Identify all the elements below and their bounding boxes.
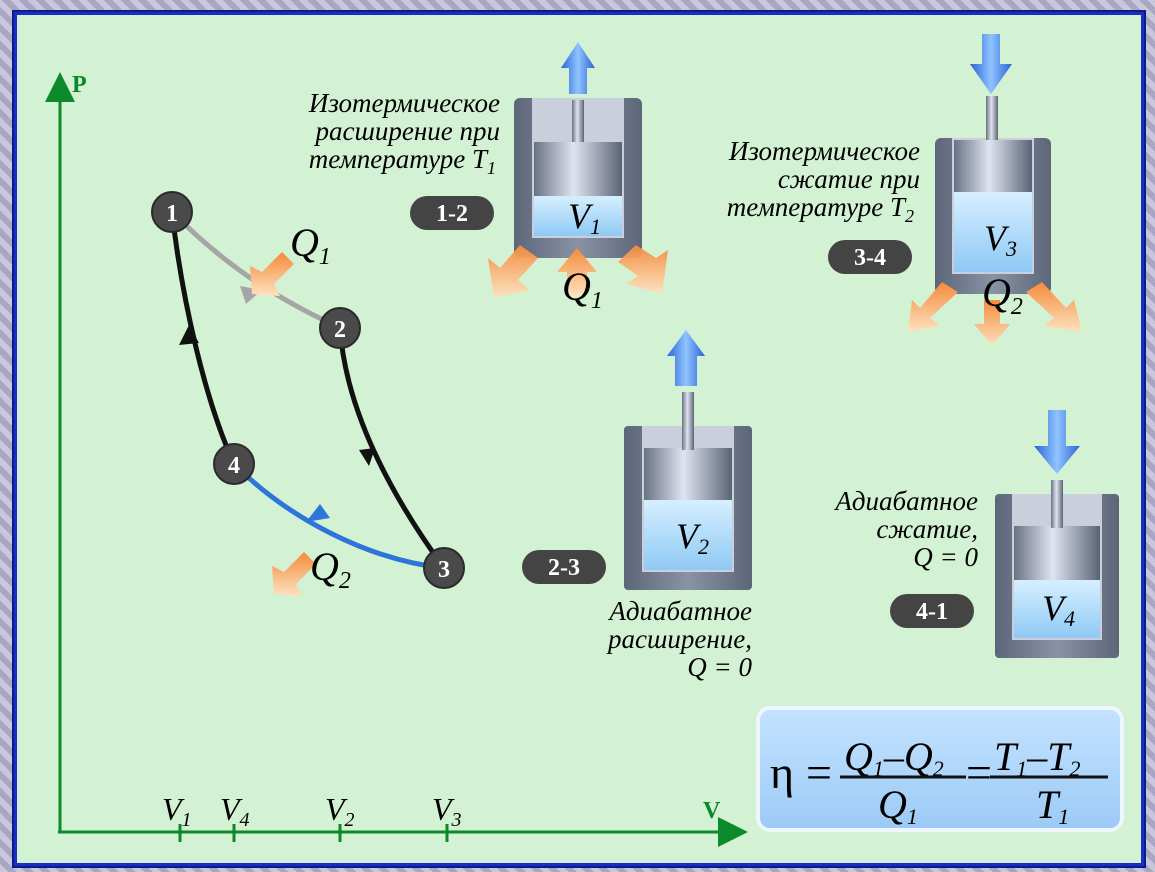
pv-cycle [169, 210, 447, 571]
formula-eta: η [770, 747, 794, 798]
direction-arrow-2-3 [359, 448, 375, 466]
direction-arrow-3-4 [306, 504, 330, 522]
process-1-2-heat-label: Q1 [562, 264, 603, 314]
adiabat-4-1 [169, 211, 237, 466]
tick-label-v4: V4 [220, 791, 250, 831]
piston-down-arrow [970, 34, 1012, 94]
point-4: 4 [213, 443, 255, 485]
svg-text:1: 1 [166, 201, 178, 227]
cylinder-4-1: V4 [995, 480, 1119, 658]
point-2: 2 [319, 307, 361, 349]
process-4-1-line3: Q = 0 [913, 542, 978, 572]
process-1-2-line2: расширение при [314, 116, 500, 146]
formula-denominator-1: Q1 [878, 782, 918, 829]
formula-eq-1: = [806, 747, 832, 798]
cycle-points: 1 2 3 4 [151, 191, 465, 589]
badge-4-1: 4-1 [890, 594, 974, 628]
process-2-3: V2 2-3 Адиабатное расширение, Q = 0 [522, 330, 752, 682]
svg-text:3: 3 [438, 557, 450, 583]
volume-v2: V2 [676, 516, 709, 559]
heat-out-arrows [908, 282, 1082, 346]
svg-text:4: 4 [228, 453, 240, 479]
q1-label: Q1 [290, 220, 331, 270]
point-1: 1 [151, 191, 193, 233]
svg-text:4-1: 4-1 [916, 599, 948, 625]
cylinder-3-4: V3 [935, 96, 1051, 294]
volume-v1: V1 [568, 196, 601, 239]
piston-up-arrow [561, 42, 595, 94]
isotherm-3-4 [232, 462, 445, 571]
process-1-2-line1: Изотермическое [308, 88, 500, 118]
cylinder-1-2: V1 [514, 98, 642, 258]
volume-v4: V4 [1042, 588, 1075, 631]
process-3-4-heat-label: Q2 [982, 270, 1023, 320]
q2-label: Q2 [310, 544, 351, 594]
process-3-4: Изотермическое сжатие при температуре T2… [727, 34, 1082, 346]
badge-3-4: 3-4 [828, 240, 912, 274]
piston-up-arrow-2 [667, 330, 705, 386]
point-3: 3 [423, 547, 465, 589]
direction-arrow-4-1 [179, 325, 199, 345]
svg-text:1-2: 1-2 [436, 201, 468, 227]
process-4-1-line1: Адиабатное [833, 486, 978, 516]
p-axis-label: P [72, 72, 87, 98]
badge-1-2: 1-2 [410, 196, 494, 230]
tick-label-v3: V3 [432, 791, 462, 831]
process-3-4-line2: сжатие при [778, 164, 920, 194]
process-3-4-line3: температуре T2 [727, 192, 914, 226]
svg-text:2-3: 2-3 [548, 555, 580, 581]
heat-in-arrows [488, 245, 668, 298]
heat-in-arrow-q1 [250, 252, 294, 296]
v-axis-label: V [703, 798, 721, 824]
tick-label-v2: V2 [325, 791, 355, 831]
heat-out-arrow-q2 [272, 552, 316, 596]
formula-eq-2: = [966, 747, 992, 798]
svg-text:3-4: 3-4 [854, 245, 886, 271]
axes: P V V1 V4 V2 V3 [45, 72, 748, 847]
formula-numerator-1: Q1–Q2 [844, 734, 944, 781]
adiabat-2-3 [337, 327, 447, 570]
process-3-4-line1: Изотермическое [728, 136, 920, 166]
process-2-3-line2: расширение, [606, 624, 752, 654]
cylinder-2-3: V2 [624, 392, 752, 590]
svg-text:2: 2 [334, 317, 346, 343]
badge-2-3: 2-3 [522, 550, 606, 584]
process-1-2-line3: температуре T1 [309, 144, 496, 178]
process-4-1-line2: сжатие, [876, 514, 978, 544]
volume-v3: V3 [984, 218, 1017, 261]
piston-down-arrow-2 [1034, 410, 1080, 474]
process-1-2: Изотермическое расширение при температур… [308, 42, 668, 314]
process-2-3-line3: Q = 0 [687, 652, 752, 682]
efficiency-formula: η = Q1–Q2 Q1 = T1–T2 T1 [756, 706, 1124, 832]
formula-numerator-2: T1–T2 [994, 734, 1081, 781]
formula-denominator-2: T1 [1036, 782, 1069, 829]
process-4-1: Адиабатное сжатие, Q = 0 4-1 V4 [833, 410, 1119, 658]
process-2-3-line1: Адиабатное [607, 596, 752, 626]
tick-label-v1: V1 [162, 791, 192, 831]
